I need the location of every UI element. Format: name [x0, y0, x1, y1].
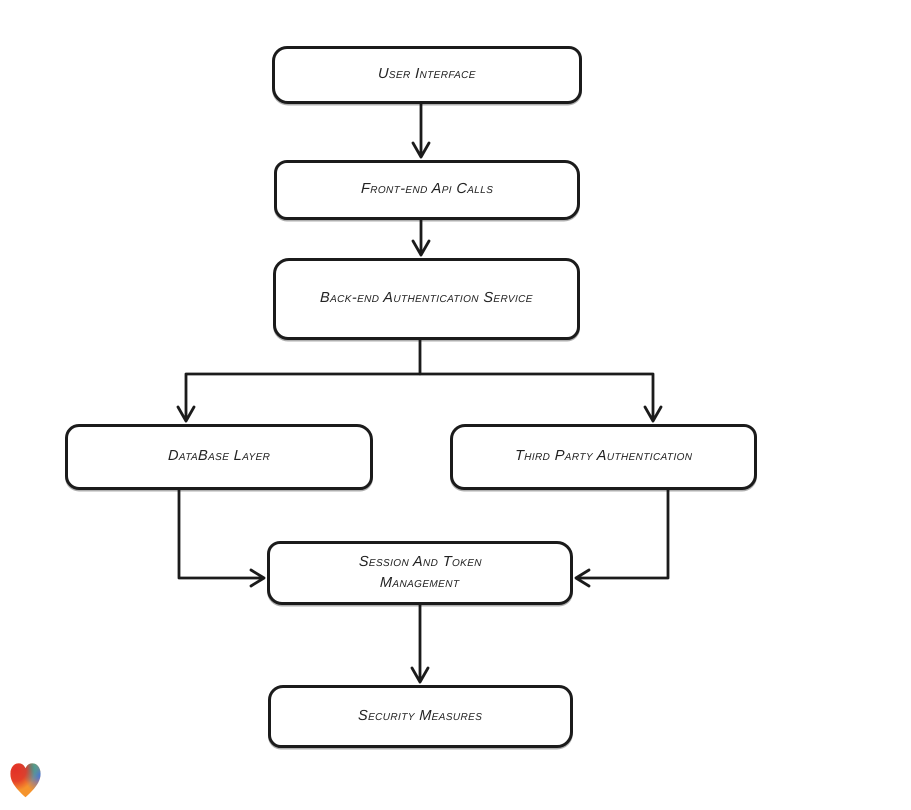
arrow-head-down-icon: [176, 405, 196, 423]
node-security-measures[interactable]: Security Measures: [268, 685, 573, 748]
arrow-head-down-icon: [411, 141, 431, 159]
node-user-interface[interactable]: User Interface: [272, 46, 582, 104]
edge-front-end-api-calls-to-back-end-authentication-service: [411, 218, 431, 257]
node-label: Security Measures: [358, 707, 483, 724]
node-label: DataBase Layer: [167, 448, 271, 465]
node-label: User Interface: [377, 66, 477, 83]
arrow-head-down-icon: [643, 405, 663, 423]
edge-third-party-authentication-to-session-and-token-management: [574, 488, 670, 588]
arrow-head-left-icon: [574, 568, 591, 588]
edge-back-end-authentication-service-to-third-party-authentication: [418, 372, 663, 423]
arrow-head-down-icon: [411, 239, 431, 257]
arrow-head-right-icon: [249, 568, 266, 588]
node-front-end-api-calls[interactable]: Front-end Api Calls: [274, 160, 580, 220]
node-back-end-authentication-service[interactable]: Back-end Authentication Service: [273, 258, 580, 340]
node-label: Session And Token Management: [358, 553, 483, 591]
node-database-layer[interactable]: DataBase Layer: [65, 424, 373, 490]
node-session-and-token-management[interactable]: Session And Token Management: [267, 541, 573, 605]
node-label: Front-end Api Calls: [360, 181, 494, 198]
node-label: Third Party Authentication: [514, 448, 693, 465]
edge-back-end-authentication-service-to-database-layer: [176, 338, 422, 423]
edge-database-layer-to-session-and-token-management: [177, 488, 266, 588]
edge-user-interface-to-front-end-api-calls: [411, 102, 431, 159]
node-label: Back-end Authentication Service: [319, 290, 534, 307]
arrow-head-down-icon: [410, 666, 430, 684]
node-third-party-authentication[interactable]: Third Party Authentication: [450, 424, 757, 490]
edge-session-and-token-management-to-security-measures: [410, 603, 430, 684]
heart-logo-icon: [10, 763, 41, 798]
